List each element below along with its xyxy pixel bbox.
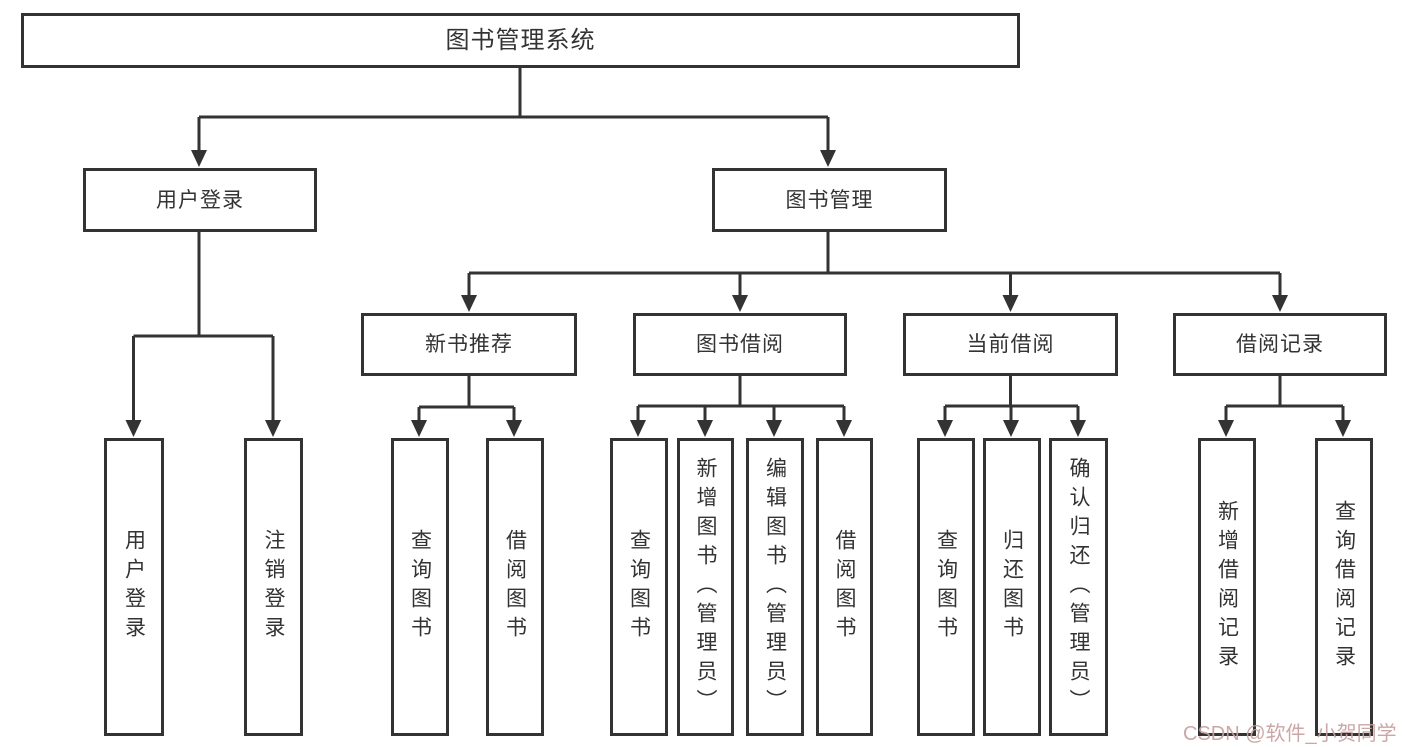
node-book-management: 图书管理 [712, 168, 947, 232]
leaf-records-query-record-label: 查询借阅记录 [1332, 500, 1356, 674]
node-borrow-records-label: 借阅记录 [1236, 333, 1324, 356]
leaf-borrowing-add-books-admin-label: 新增图书（管理员） [694, 456, 717, 718]
leaf-user-login-label: 用户登录 [122, 529, 146, 645]
node-current-borrowing-label: 当前借阅 [966, 333, 1055, 356]
leaf-borrowing-borrow-books-label: 借阅图书 [833, 529, 856, 645]
node-root: 图书管理系统 [21, 13, 1020, 68]
leaf-records-add-record: 新增借阅记录 [1198, 438, 1256, 736]
leaf-current-return-books: 归还图书 [983, 438, 1041, 736]
leaf-borrowing-edit-books-admin: 编辑图书（管理员） [746, 438, 804, 736]
node-book-borrowing: 图书借阅 [633, 313, 847, 376]
leaf-records-query-record: 查询借阅记录 [1315, 438, 1373, 736]
node-borrow-records: 借阅记录 [1173, 313, 1387, 376]
node-new-book-recommend-label: 新书推荐 [425, 333, 513, 356]
leaf-borrowing-borrow-books: 借阅图书 [816, 438, 873, 736]
node-book-management-label: 图书管理 [785, 188, 874, 212]
leaf-newbooks-borrow-books: 借阅图书 [486, 438, 544, 736]
node-current-borrowing: 当前借阅 [903, 313, 1118, 376]
leaf-newbooks-query-books: 查询图书 [391, 438, 449, 736]
leaf-current-confirm-return-admin: 确认归还（管理员） [1049, 438, 1108, 736]
leaf-current-query-books-label: 查询图书 [934, 529, 958, 645]
csdn-watermark: CSDN @软件_小贺同学 [1183, 723, 1397, 745]
leaf-borrowing-add-books-admin: 新增图书（管理员） [677, 438, 734, 736]
node-user-login: 用户登录 [83, 168, 317, 232]
leaf-newbooks-query-books-label: 查询图书 [408, 529, 432, 645]
leaf-logout-label: 注销登录 [262, 529, 285, 645]
leaf-records-add-record-label: 新增借阅记录 [1215, 500, 1239, 674]
leaf-user-login: 用户登录 [104, 438, 164, 736]
leaf-logout: 注销登录 [244, 438, 303, 736]
leaf-borrowing-edit-books-admin-label: 编辑图书（管理员） [763, 456, 787, 718]
node-root-label: 图书管理系统 [445, 26, 596, 54]
leaf-current-return-books-label: 归还图书 [1000, 529, 1024, 645]
leaf-current-confirm-return-admin-label: 确认归还（管理员） [1067, 456, 1090, 718]
node-user-login-label: 用户登录 [156, 188, 244, 212]
node-book-borrowing-label: 图书借阅 [696, 333, 784, 356]
leaf-current-query-books: 查询图书 [917, 438, 975, 736]
node-new-book-recommend: 新书推荐 [361, 313, 577, 376]
leaf-newbooks-borrow-books-label: 借阅图书 [503, 529, 527, 645]
tree-edges [132, 68, 1345, 422]
leaf-borrowing-query-books: 查询图书 [610, 438, 668, 736]
leaf-borrowing-query-books-label: 查询图书 [627, 529, 651, 645]
